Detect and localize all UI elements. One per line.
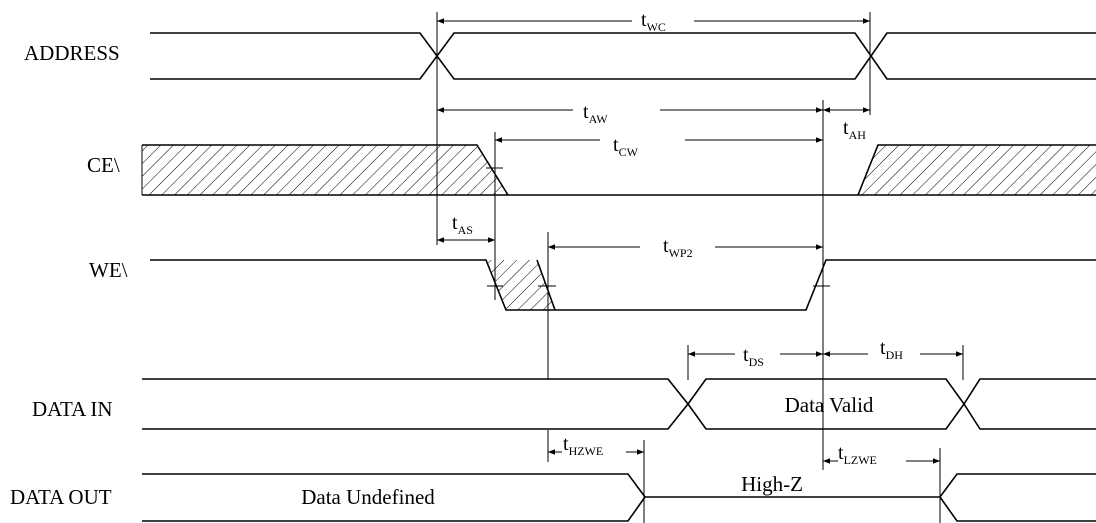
tlzwe-dimension: tLZWE [823,442,940,467]
taw-label: tAW [583,101,608,126]
tah-label: tAH [843,117,866,142]
twp2-label: tWP2 [663,235,693,260]
data-in-waveform [142,378,1096,430]
we-hatch [486,260,555,310]
data-valid-text: Data Valid [785,393,874,417]
twc-dimension: tWC [437,9,870,34]
we-label: WE\ [89,258,128,282]
high-z-text: High-Z [741,472,803,496]
tlzwe-label: tLZWE [838,442,877,467]
address-waveform [150,32,1096,80]
thzwe-dimension: tHZWE [548,433,644,458]
tcw-label: tCW [613,134,639,159]
ce-label: CE\ [87,153,120,177]
tcw-dimension: tCW [495,134,823,159]
tds-label: tDS [743,344,764,369]
data-in-label: DATA IN [32,397,113,421]
ce-waveform [141,144,1096,196]
twp2-dimension: tWP2 [548,235,823,260]
data-out-label: DATA OUT [10,485,112,509]
ce-hatch-left [142,145,508,195]
ce-hatch-right [858,145,1096,195]
tds-dimension: tDS [688,344,823,369]
taw-dimension: tAW [437,101,823,126]
we-waveform [150,259,1096,311]
data-out-waveform [142,473,1096,522]
tas-dimension: tAS [437,212,495,243]
data-undefined-text: Data Undefined [301,485,435,509]
tdh-dimension: tDH [823,337,963,362]
address-label: ADDRESS [24,41,120,65]
tah-dimension: tAH [823,107,870,142]
tas-label: tAS [452,212,473,237]
twc-label: tWC [641,9,666,34]
thzwe-label: tHZWE [563,433,603,458]
tdh-label: tDH [880,337,903,362]
